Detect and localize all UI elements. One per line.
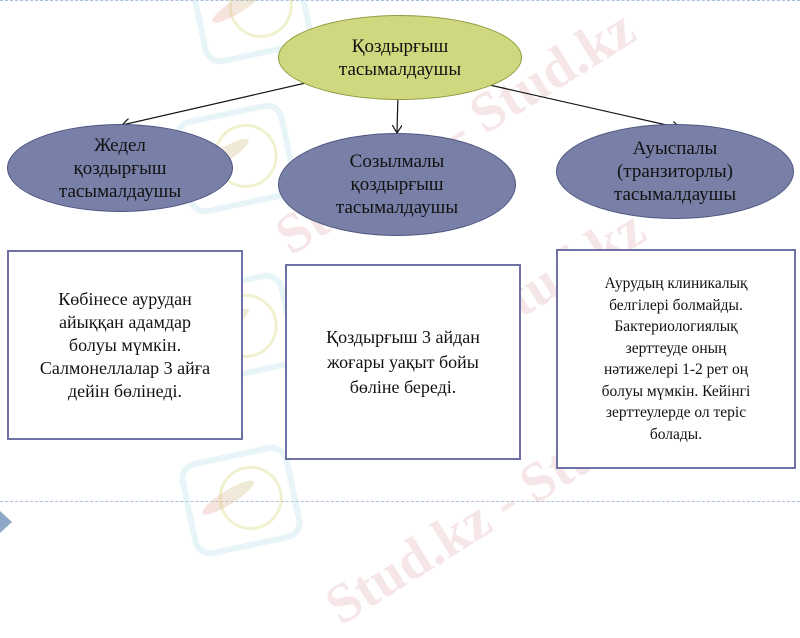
- node-acute-label: Жедел қоздырғыш тасымалдаушы: [58, 134, 182, 202]
- description-box-transient: Аурудың клиникалық белгілері болмайды. Б…: [556, 249, 796, 469]
- root-node-label: Қоздырғыш тасымалдаушы: [338, 35, 462, 80]
- slide-nav-arrow-icon[interactable]: [0, 511, 12, 533]
- description-acute-text: Көбінесе аурудан айыққан адамдар болуы м…: [39, 288, 211, 401]
- description-chronic-text: Қоздырғыш 3 айдан жоғары уақыт бойы бөлі…: [326, 326, 480, 397]
- node-transient-label: Ауыспалы (транзиторлы) тасымалдаушы: [613, 138, 737, 205]
- description-box-chronic: Қоздырғыш 3 айдан жоғары уақыт бойы бөлі…: [285, 264, 521, 460]
- arrow-to-acute: [122, 81, 311, 125]
- description-box-acute: Көбінесе аурудан айыққан адамдар болуы м…: [7, 250, 243, 440]
- arrow-to-transient: [484, 83, 680, 128]
- node-chronic-carrier: Созылмалы қоздырғыш тасымалдаушы: [278, 133, 516, 236]
- root-node-carrier: Қоздырғыш тасымалдаушы: [278, 15, 522, 100]
- node-transient-carrier: Ауыспалы (транзиторлы) тасымалдаушы: [556, 124, 794, 219]
- node-acute-carrier: Жедел қоздырғыш тасымалдаушы: [7, 124, 233, 212]
- description-transient-text: Аурудың клиникалық белгілері болмайды. Б…: [601, 275, 751, 443]
- slide-top-border: [0, 0, 800, 1]
- slide-bottom-divider: [0, 501, 800, 502]
- node-chronic-label: Созылмалы қоздырғыш тасымалдаушы: [335, 151, 459, 218]
